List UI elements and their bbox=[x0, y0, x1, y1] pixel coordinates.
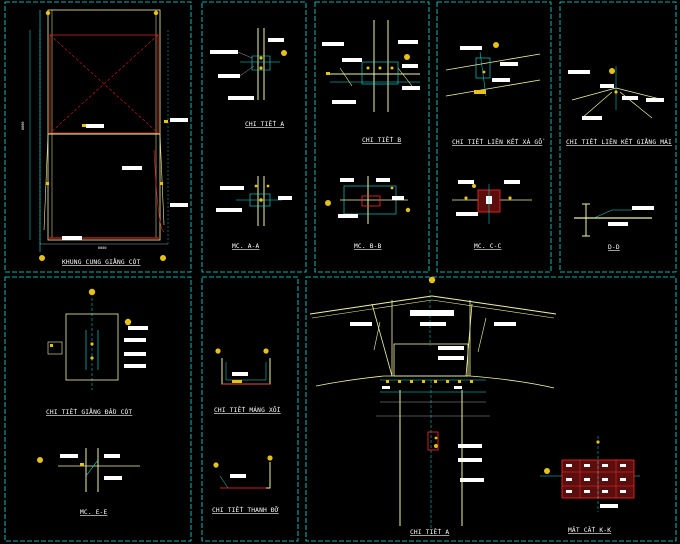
title-mc-bb: MC. B-B bbox=[354, 243, 382, 250]
title-chi-tiet-a: CHI TIẾT A bbox=[245, 119, 284, 128]
frame-chi-tiet-a bbox=[201, 1, 307, 273]
frame-giang-mai bbox=[559, 1, 677, 273]
title-mat-cat-kk: MẶT CẮT K-K bbox=[568, 525, 611, 534]
frame-giang-dau-cot bbox=[4, 276, 192, 542]
frame-khung-cung bbox=[4, 1, 192, 273]
frame-xa-go bbox=[436, 1, 552, 273]
frame-chi-tiet-a2 bbox=[305, 276, 677, 542]
panel-khung-cung: 6000 6000 KHUNG CUNG GIẰNG CỘT bbox=[21, 9, 188, 266]
panel-chi-tiet-b: CHI TIẾT B MC. B-B bbox=[322, 20, 420, 250]
panel-giang-mai: CHI TIẾT LIÊN KẾT GIẰNG MÁI D-D bbox=[566, 66, 672, 251]
svg-text:6000: 6000 bbox=[98, 246, 106, 250]
panel-giang-dau-cot: CHI TIẾT GIẰNG ĐẦU CỘT MC. E-E bbox=[37, 288, 148, 516]
title-xa-go: CHI TIẾT LIÊN KẾT XÀ GỒ bbox=[452, 137, 545, 146]
title-mc-aa: MC. A-A bbox=[232, 243, 260, 250]
svg-text:6000: 6000 bbox=[21, 122, 25, 130]
panel-xa-go: CHI TIẾT LIÊN KẾT XÀ GỒ MC. C-C bbox=[445, 42, 545, 250]
title-giang-dau-cot: CHI TIẾT GIẰNG ĐẦU CỘT bbox=[46, 407, 132, 416]
panel-chi-tiet-a: CHI TIẾT A MC. A-A bbox=[210, 28, 292, 250]
title-dd: D-D bbox=[608, 244, 620, 251]
viewport-frames bbox=[4, 1, 677, 542]
title-mc-cc: MC. C-C bbox=[474, 243, 502, 250]
title-mang-xoi: CHI TIẾT MÁNG XỐI bbox=[214, 405, 281, 414]
frame-mang-xoi bbox=[201, 276, 299, 542]
title-chi-tiet-a2: CHI TIẾT A bbox=[410, 527, 449, 536]
title-thanh-do: CHI TIẾT THANH ĐỠ bbox=[212, 505, 279, 514]
frame-chi-tiet-b bbox=[314, 1, 430, 273]
title-giang-mai: CHI TIẾT LIÊN KẾT GIẰNG MÁI bbox=[566, 137, 672, 146]
title-mc-ee: MC. E-E bbox=[80, 509, 108, 516]
title-chi-tiet-b: CHI TIẾT B bbox=[362, 135, 401, 144]
panel-mang-xoi: CHI TIẾT MÁNG XỐI CHI TIẾT THANH ĐỠ bbox=[212, 348, 281, 514]
panel-chi-tiet-a2: CHI TIẾT A MẶT CẮT K-K bbox=[309, 276, 640, 536]
title-khung-cung: KHUNG CUNG GIẰNG CỘT bbox=[62, 257, 141, 266]
